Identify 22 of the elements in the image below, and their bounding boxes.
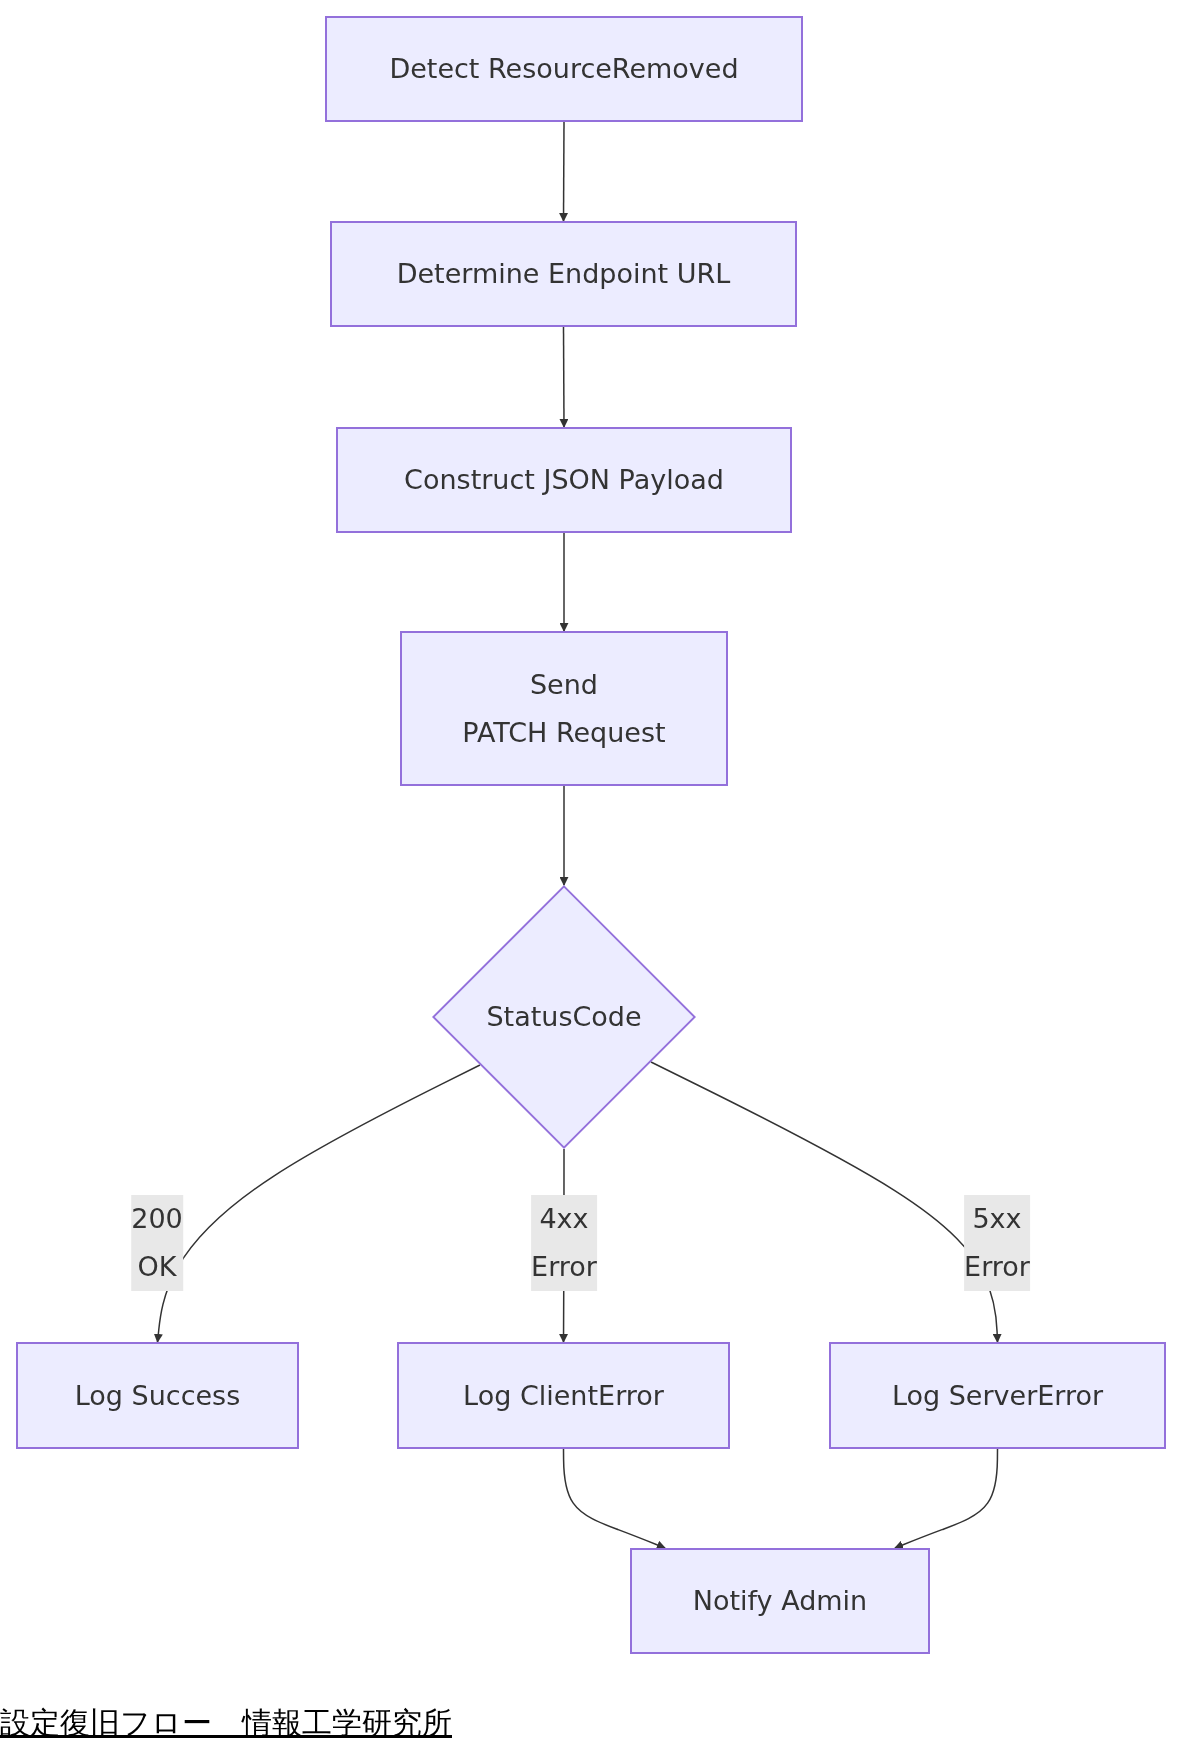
decision-diamond	[432, 885, 696, 1149]
process-box: Notify Admin	[630, 1548, 930, 1654]
process-box: Determine Endpoint URL	[330, 221, 797, 327]
arrow	[559, 121, 569, 222]
arrow	[894, 1448, 999, 1550]
process-box: Detect ResourceRemoved	[325, 16, 803, 122]
arrow	[650, 1061, 1002, 1343]
process-box: Log ClientError	[397, 1342, 730, 1449]
edge-label: 4xx Error	[531, 1195, 597, 1291]
arrow	[153, 1064, 481, 1343]
edge-label: 5xx Error	[964, 1195, 1030, 1291]
arrow	[562, 1448, 666, 1550]
arrow	[559, 326, 569, 428]
edge-label: 200 OK	[131, 1195, 183, 1291]
arrow	[559, 785, 569, 886]
arrow	[559, 532, 569, 632]
process-box: Log ServerError	[829, 1342, 1166, 1449]
decision-label: StatusCode	[486, 1000, 642, 1034]
process-box: Log Success	[16, 1342, 299, 1449]
caption: 設定復旧フロー 情報工学研究所	[0, 1704, 452, 1742]
process-box: Send PATCH Request	[400, 631, 728, 786]
process-box: Construct JSON Payload	[336, 427, 792, 533]
